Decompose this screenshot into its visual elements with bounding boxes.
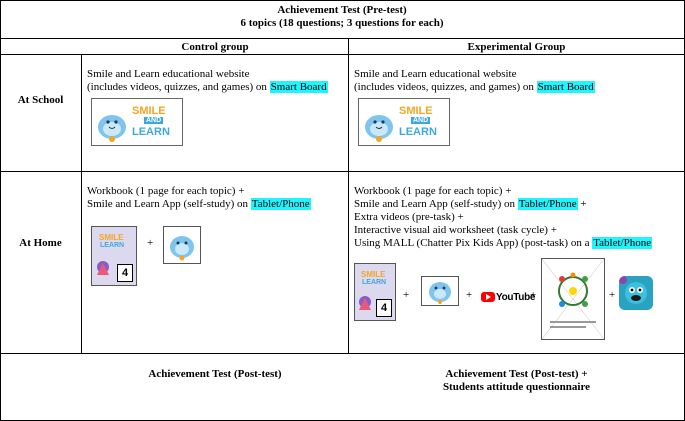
workbook-title: SMILE bbox=[361, 270, 386, 279]
control-school-line1: Smile and Learn educational website bbox=[87, 68, 250, 80]
row-at-school: At School bbox=[17, 94, 64, 106]
control-home-line2-text: Smile and Learn App (self-study) on bbox=[87, 198, 251, 210]
task-cycle-worksheet-image bbox=[541, 258, 605, 340]
exp-home-line2: Smile and Learn App (self-study) on Tabl… bbox=[354, 198, 587, 211]
control-school-line2-text: (includes videos, quizzes, and games) on bbox=[87, 81, 270, 93]
smile-app-icon bbox=[421, 276, 459, 306]
exp-posttest-line1: Achievement Test (Post-test) + bbox=[445, 368, 588, 380]
tablet-phone-highlight: Tablet/Phone bbox=[250, 198, 311, 210]
column-control: Control group bbox=[181, 41, 249, 53]
smile-and-learn-logo: SMILE AND LEARN bbox=[358, 98, 450, 146]
exp-school-line2: (includes videos, quizzes, and games) on… bbox=[354, 81, 595, 94]
workbook-subtitle: LEARN bbox=[362, 279, 387, 286]
logo-word-smile: SMILE bbox=[132, 105, 166, 117]
logo-word-smile: SMILE bbox=[399, 105, 433, 117]
divider-school bbox=[0, 171, 684, 172]
exp-home-line2-plus: + bbox=[577, 198, 587, 210]
divider-left bbox=[81, 54, 82, 354]
chatterpix-app-icon bbox=[619, 276, 653, 310]
plus-sign: + bbox=[530, 289, 537, 301]
workbook-cover-image: SMILE LEARN 4 bbox=[354, 263, 396, 321]
plus-sign: + bbox=[609, 289, 616, 301]
exp-home-line5-text: Using MALL (Chatter Pix Kids App) (post-… bbox=[354, 237, 593, 249]
workbook-level-number: 4 bbox=[376, 299, 392, 317]
exp-home-line2-text: Smile and Learn App (self-study) on bbox=[354, 198, 518, 210]
plus-sign: + bbox=[403, 289, 410, 301]
control-posttest: Achievement Test (Post-test) bbox=[148, 368, 282, 380]
exp-home-line5: Using MALL (Chatter Pix Kids App) (post-… bbox=[354, 237, 653, 250]
smile-and-learn-logo: SMILE AND LEARN bbox=[91, 98, 183, 146]
logo-word-learn: LEARN bbox=[399, 126, 437, 138]
logo-word-learn: LEARN bbox=[132, 126, 170, 138]
smart-board-highlight: Smart Board bbox=[536, 81, 595, 93]
divider-columns bbox=[0, 54, 684, 55]
smart-board-highlight: Smart Board bbox=[269, 81, 328, 93]
workbook-cover-image: SMILE LEARN 4 bbox=[91, 226, 137, 286]
logo-word-and: AND bbox=[144, 117, 164, 124]
youtube-logo: YouTube bbox=[481, 288, 536, 303]
column-experimental: Experimental Group bbox=[467, 41, 566, 53]
exp-home-line1: Workbook (1 page for each topic) + bbox=[354, 185, 512, 197]
logo-word-and: AND bbox=[411, 117, 431, 124]
divider-header bbox=[0, 38, 684, 39]
divider-mid bbox=[348, 38, 349, 354]
control-home-line1: Workbook (1 page for each topic) + bbox=[87, 185, 245, 197]
youtube-play-icon bbox=[481, 292, 495, 303]
exp-school-line2-text: (includes videos, quizzes, and games) on bbox=[354, 81, 537, 93]
exp-posttest-line2: Students attitude questionnaire bbox=[442, 381, 591, 393]
workbook-level-number: 4 bbox=[117, 264, 133, 282]
plus-sign: + bbox=[147, 237, 154, 249]
plus-sign: + bbox=[466, 289, 473, 301]
control-school-line2: (includes videos, quizzes, and games) on… bbox=[87, 81, 328, 94]
pretest-title: Achievement Test (Pre-test) bbox=[277, 4, 407, 16]
tablet-phone-highlight: Tablet/Phone bbox=[517, 198, 578, 210]
exp-school-line1: Smile and Learn educational website bbox=[354, 68, 517, 80]
divider-home bbox=[0, 353, 684, 354]
youtube-wordmark: YouTube bbox=[496, 291, 536, 303]
row-at-home: At Home bbox=[19, 237, 62, 249]
control-home-line2: Smile and Learn App (self-study) on Tabl… bbox=[87, 198, 311, 211]
workbook-subtitle: LEARN bbox=[100, 242, 125, 249]
exp-home-line4: Interactive visual aid worksheet (task c… bbox=[354, 224, 557, 236]
workbook-title: SMILE bbox=[99, 233, 124, 242]
smile-app-icon bbox=[163, 226, 201, 264]
tablet-phone-highlight: Tablet/Phone bbox=[592, 237, 653, 249]
exp-home-line3: Extra videos (pre-task) + bbox=[354, 211, 464, 223]
pretest-subtitle: 6 topics (18 questions; 3 questions for … bbox=[240, 17, 444, 29]
